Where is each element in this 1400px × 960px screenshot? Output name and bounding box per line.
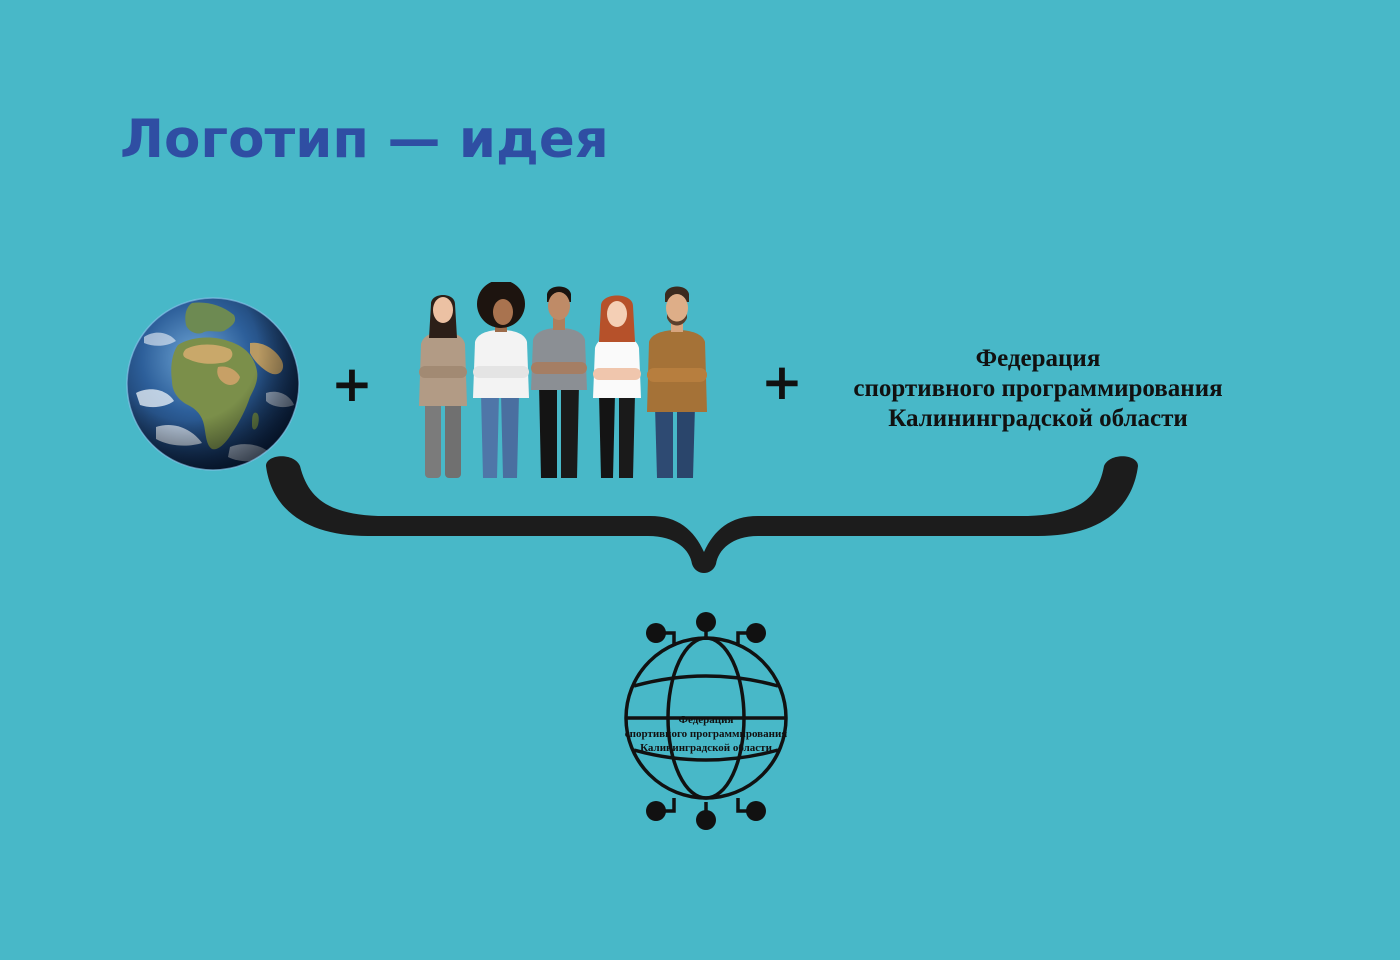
federation-name-line: спортивного программирования <box>853 375 1223 402</box>
people-group-icon <box>419 282 707 478</box>
logo-text-line: Федерация <box>678 714 734 726</box>
circuit-globe-logo-icon <box>624 612 788 830</box>
plus-sign: + <box>331 355 373 413</box>
slide-title: Логотип — идея <box>120 109 609 170</box>
curly-brace-icon <box>266 456 1138 573</box>
logo-text-line: спортивного программирования <box>624 728 788 740</box>
federation-name-text: Федерация спортивного программирования К… <box>838 344 1238 434</box>
logo-text: Федерация спортивного программирования К… <box>606 713 806 755</box>
logo-text-line: Калининградской области <box>640 742 772 754</box>
earth-globe-icon <box>126 297 300 471</box>
federation-name-line: Федерация <box>975 345 1101 372</box>
plus-sign: + <box>761 353 803 411</box>
federation-name-line: Калининградской области <box>888 405 1188 432</box>
